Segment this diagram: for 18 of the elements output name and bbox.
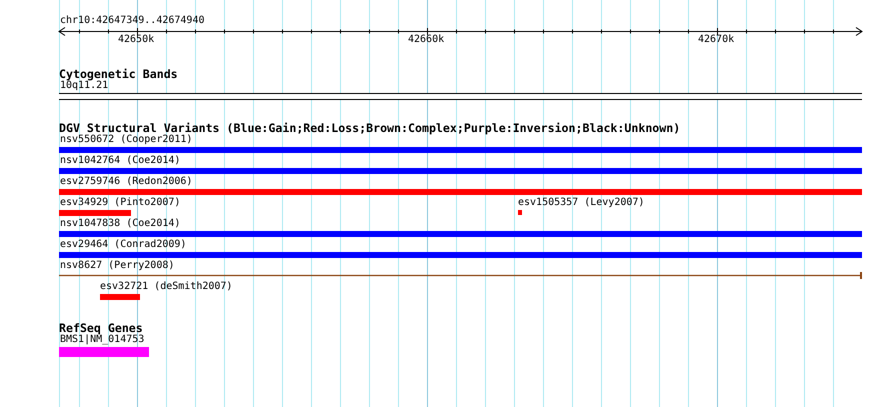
position-label: chr10:42647349..42674940: [60, 15, 204, 27]
gene-label: BMS1|NM_014753: [60, 334, 144, 346]
variant-label: esv2759746 (Redon2006): [60, 176, 192, 188]
variant-label: esv34929 (Pinto2007): [60, 197, 180, 209]
variant-label: nsv8627 (Perry2008): [60, 260, 174, 272]
tick-label: 42660k: [408, 34, 444, 46]
track-title: Cytogenetic Bands: [59, 68, 178, 80]
variant-label: esv32721 (deSmith2007): [100, 281, 232, 293]
band-label: 10q11.21: [60, 80, 108, 92]
variant-label: nsv1047838 (Coe2014): [60, 218, 180, 230]
tick-label: 42650k: [118, 34, 154, 46]
variant-label: esv29464 (Conrad2009): [60, 239, 186, 251]
track-title: DGV Structural Variants (Blue:Gain;Red:Loss;Brown:Complex;Purple:Inversion;Black:Unknown): [59, 122, 680, 134]
variant-label: nsv550672 (Cooper2011): [60, 134, 192, 146]
track-title: RefSeq Genes: [59, 322, 143, 334]
variant-label: esv1505357 (Levy2007): [518, 197, 644, 209]
tick-label: 42670k: [698, 34, 734, 46]
variant-label: nsv1042764 (Coe2014): [60, 155, 180, 167]
